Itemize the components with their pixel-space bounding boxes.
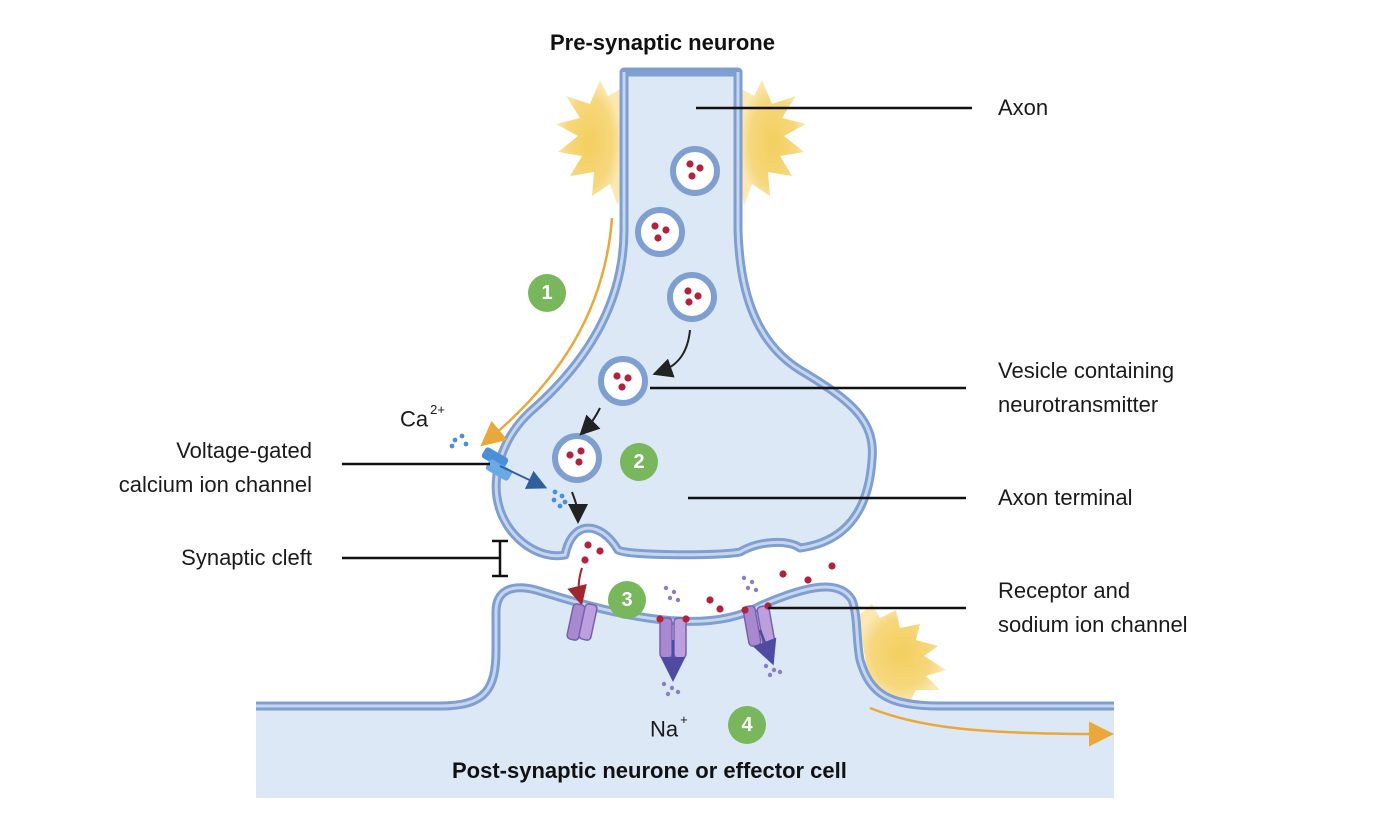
- vesicle-5: [552, 433, 602, 483]
- vesicle-2: [635, 207, 685, 257]
- calcium-influx-arrow: [499, 465, 548, 489]
- calcium-ions-outside: [449, 433, 469, 449]
- vesicle-arrow-3: [567, 491, 588, 524]
- axon-label: Axon: [998, 95, 1049, 120]
- synaptic-cleft-label: Synaptic cleft: [181, 545, 312, 570]
- receptor-label-line1: Receptor and: [998, 578, 1131, 603]
- sodium-ion-label: Na+: [650, 712, 688, 742]
- step-badge-4: 4: [728, 706, 766, 744]
- neurotransmitter-arrow: [567, 567, 587, 606]
- vgcc-label-line2: calcium ion channel: [118, 472, 312, 497]
- post-synaptic-title: Post-synaptic neurone or effector cell: [452, 758, 847, 783]
- vesicle-1: [670, 146, 720, 196]
- step-badge-2: 2: [620, 443, 658, 481]
- vesicle-arrow-2: [579, 407, 601, 436]
- sodium-ions-inside: [661, 663, 783, 697]
- receptor-2: [656, 615, 690, 659]
- vesicle-4: [598, 356, 648, 406]
- step-badge-3: 3: [608, 581, 646, 619]
- receptor-label-line2: sodium ion channel: [998, 612, 1188, 637]
- vesicle-label-line2: neurotransmitter: [998, 392, 1159, 417]
- step-badge-1: 1: [528, 274, 566, 312]
- action-potential-burst-post: [858, 604, 946, 702]
- action-potential-burst-right: [740, 80, 806, 206]
- voltage-gated-calcium-channel: [481, 447, 513, 481]
- action-potential-arrow-post: [869, 706, 1114, 747]
- calcium-ions-inside: [551, 489, 568, 509]
- vesicle-3: [667, 272, 717, 322]
- sodium-influx-arrow-2: [752, 629, 777, 666]
- vesicle-arrow-1: [652, 329, 691, 378]
- synaptic-cleft-bracket: [492, 539, 508, 578]
- sodium-ion-symbol: Na: [650, 716, 679, 742]
- receptor-1: [566, 603, 598, 641]
- axon-terminal-label: Axon terminal: [998, 485, 1133, 510]
- vesicle-label-line1: Vesicle containing: [998, 358, 1175, 383]
- vgcc-label-line1: Voltage-gated: [176, 438, 312, 463]
- calcium-ion-charge: 2+: [430, 402, 445, 417]
- post-synaptic-cell: [256, 587, 1114, 798]
- neurotransmitter-release: [581, 541, 836, 613]
- pre-synaptic-title: Pre-synaptic neurone: [550, 30, 775, 55]
- sodium-ions-outside: [663, 575, 759, 603]
- sodium-ion-charge: +: [680, 712, 688, 727]
- action-potential-burst-left: [556, 80, 622, 206]
- action-potential-arrow-pre: [480, 217, 614, 447]
- calcium-ion-symbol: Ca: [400, 406, 429, 432]
